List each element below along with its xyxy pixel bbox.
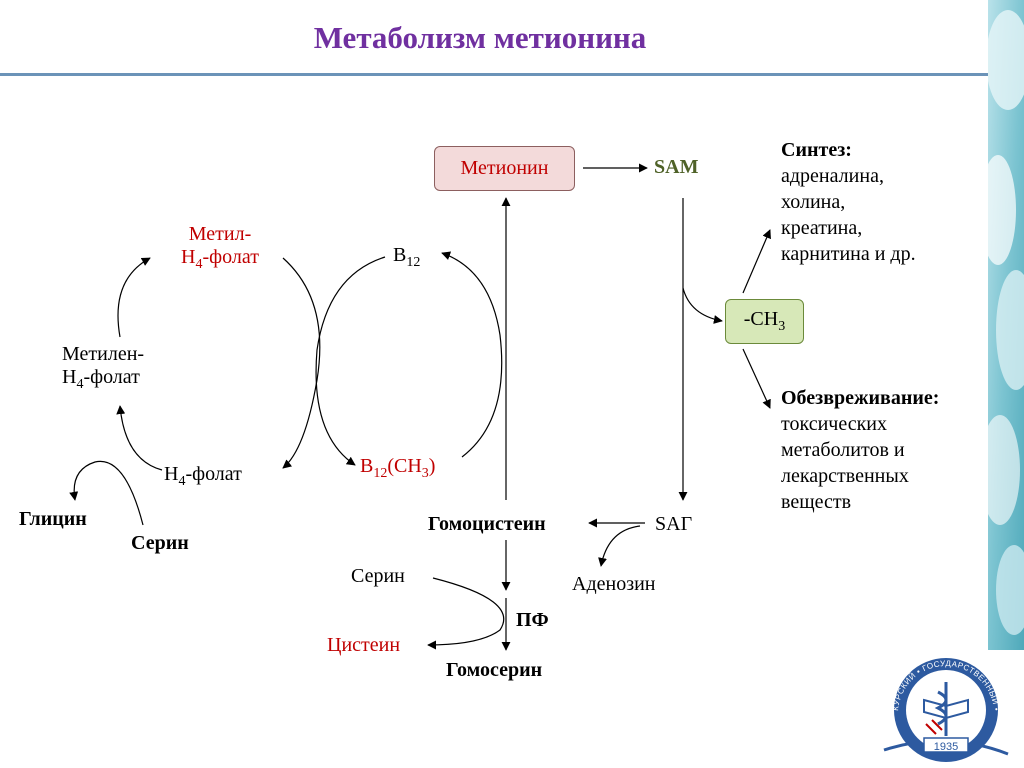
arrow-methylene-to-methylfolate xyxy=(117,257,151,338)
b12-label: B12 xyxy=(393,244,421,270)
methylene-folate-label: Метилен- H4-фолат xyxy=(62,343,145,392)
methionine-label: Метионин xyxy=(460,157,549,179)
b12-ch3-label: B12(CH3) xyxy=(360,455,436,481)
detox-item: лекарственных xyxy=(781,465,909,487)
arrow-ch3-to-detox xyxy=(742,348,771,409)
pf-label: ПФ xyxy=(516,609,549,631)
methyl-group-label: -CH3 xyxy=(743,308,786,334)
arrow-b12-to-b12ch3 xyxy=(315,256,386,466)
arrow-decor-icon xyxy=(925,719,943,735)
title-divider xyxy=(0,73,988,76)
glycine-label: Глицин xyxy=(19,508,87,530)
detox-heading: Обезвреживание: xyxy=(781,387,940,409)
h4-folate-label: H4-фолат xyxy=(164,463,242,489)
synthesis-item: карнитина и др. xyxy=(781,243,916,265)
logo-year: 1935 xyxy=(933,741,959,753)
methyl-folate-label: Метил- H4-фолат xyxy=(181,223,259,272)
cysteine-label: Цистеин xyxy=(327,634,401,656)
methyl-group-box: -CH3 xyxy=(725,299,804,344)
synthesis-item: холина, xyxy=(781,191,846,213)
page-title: Метаболизм метионина xyxy=(313,20,647,55)
arrow-serine-to-cysteine xyxy=(427,577,505,650)
arrow-h4folate-to-methylene xyxy=(116,405,163,471)
arrow-sam-to-ch3 xyxy=(682,287,723,324)
sag-label: SAГ xyxy=(655,513,693,535)
synthesis-heading: Синтез: xyxy=(781,139,852,161)
detox-item: метаболитов и xyxy=(781,439,905,461)
detox-item: веществ xyxy=(781,491,852,513)
serine-left-label: Серин xyxy=(131,532,189,554)
arrow-methylfolate-to-h4folate xyxy=(282,257,321,469)
arrow-b12ch3-to-b12 xyxy=(441,251,503,458)
synthesis-item: креатина, xyxy=(781,217,863,239)
homocysteine-label: Гомоцистеин xyxy=(428,513,546,535)
methionine-box: Метионин xyxy=(434,146,575,191)
floral-side-decoration xyxy=(988,0,1024,650)
sam-label: SAM xyxy=(654,156,699,178)
synthesis-block: Синтез: адреналина, холина, креатина, ка… xyxy=(781,137,916,267)
arrow-sag-to-adenosine xyxy=(598,525,641,567)
caduceus-icon xyxy=(934,682,948,736)
arrow-ch3-to-synthesis xyxy=(742,229,771,294)
detox-block: Обезвреживание: токсических метаболитов … xyxy=(781,385,939,515)
serine-bottom-label: Серин xyxy=(351,565,405,587)
detox-item: токсических xyxy=(781,413,888,435)
homoserine-label: Гомосерин xyxy=(446,659,543,681)
university-logo: КУРСКИЙ • ГОСУДАРСТВЕННЫЙ • МЕДИЦИНСКИЙ … xyxy=(876,650,1009,762)
book-icon xyxy=(923,698,969,720)
synthesis-item: адреналина, xyxy=(781,165,884,187)
adenosine-label: Аденозин xyxy=(572,573,656,595)
